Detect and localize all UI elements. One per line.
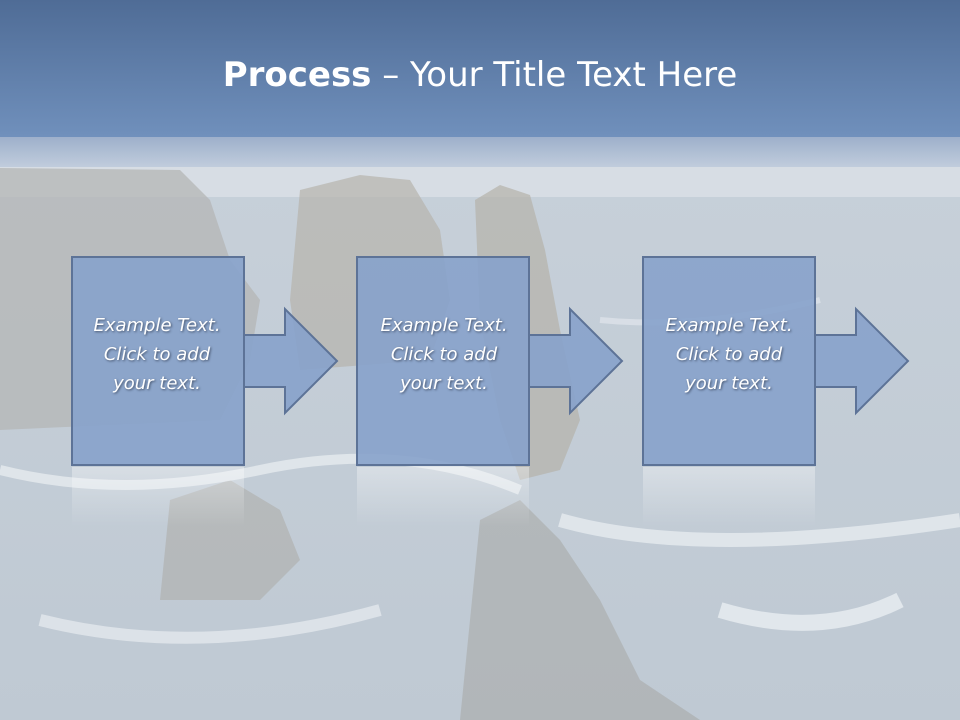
step-3-line-2: Click to add bbox=[675, 344, 783, 365]
step-3-reflection bbox=[643, 467, 815, 527]
step-1-reflection bbox=[72, 467, 244, 527]
step-3-box bbox=[642, 256, 816, 466]
step-3-line-1: Example Text. bbox=[665, 315, 793, 336]
header-divider-strip bbox=[0, 137, 960, 167]
process-step-2[interactable] bbox=[356, 256, 624, 527]
step-3-arrow bbox=[814, 306, 910, 416]
title-header-band: Process – Your Title Text Here bbox=[0, 0, 960, 137]
step-2-line-1: Example Text. bbox=[380, 315, 508, 336]
title-rest-text: – Your Title Text Here bbox=[371, 55, 738, 95]
process-step-3[interactable] bbox=[642, 256, 910, 527]
step-2-arrow bbox=[528, 306, 624, 416]
step-3-text[interactable]: Example Text. Click to add your text. bbox=[644, 311, 814, 398]
slide-title[interactable]: Process – Your Title Text Here bbox=[0, 54, 960, 96]
step-2-line-2: Click to add bbox=[390, 344, 498, 365]
step-2-box bbox=[356, 256, 530, 466]
step-1-box bbox=[71, 256, 245, 466]
step-1-text[interactable]: Example Text. Click to add your text. bbox=[72, 311, 242, 398]
step-2-text[interactable]: Example Text. Click to add your text. bbox=[359, 311, 529, 398]
title-bold-text: Process bbox=[222, 55, 372, 95]
step-1-line-3: your text. bbox=[113, 373, 201, 394]
step-1-line-1: Example Text. bbox=[93, 315, 221, 336]
step-2-line-3: your text. bbox=[400, 373, 488, 394]
step-1-arrow bbox=[243, 306, 339, 416]
step-2-reflection bbox=[357, 467, 529, 527]
process-step-1[interactable] bbox=[71, 256, 339, 527]
step-3-line-3: your text. bbox=[685, 373, 773, 394]
step-1-line-2: Click to add bbox=[103, 344, 211, 365]
